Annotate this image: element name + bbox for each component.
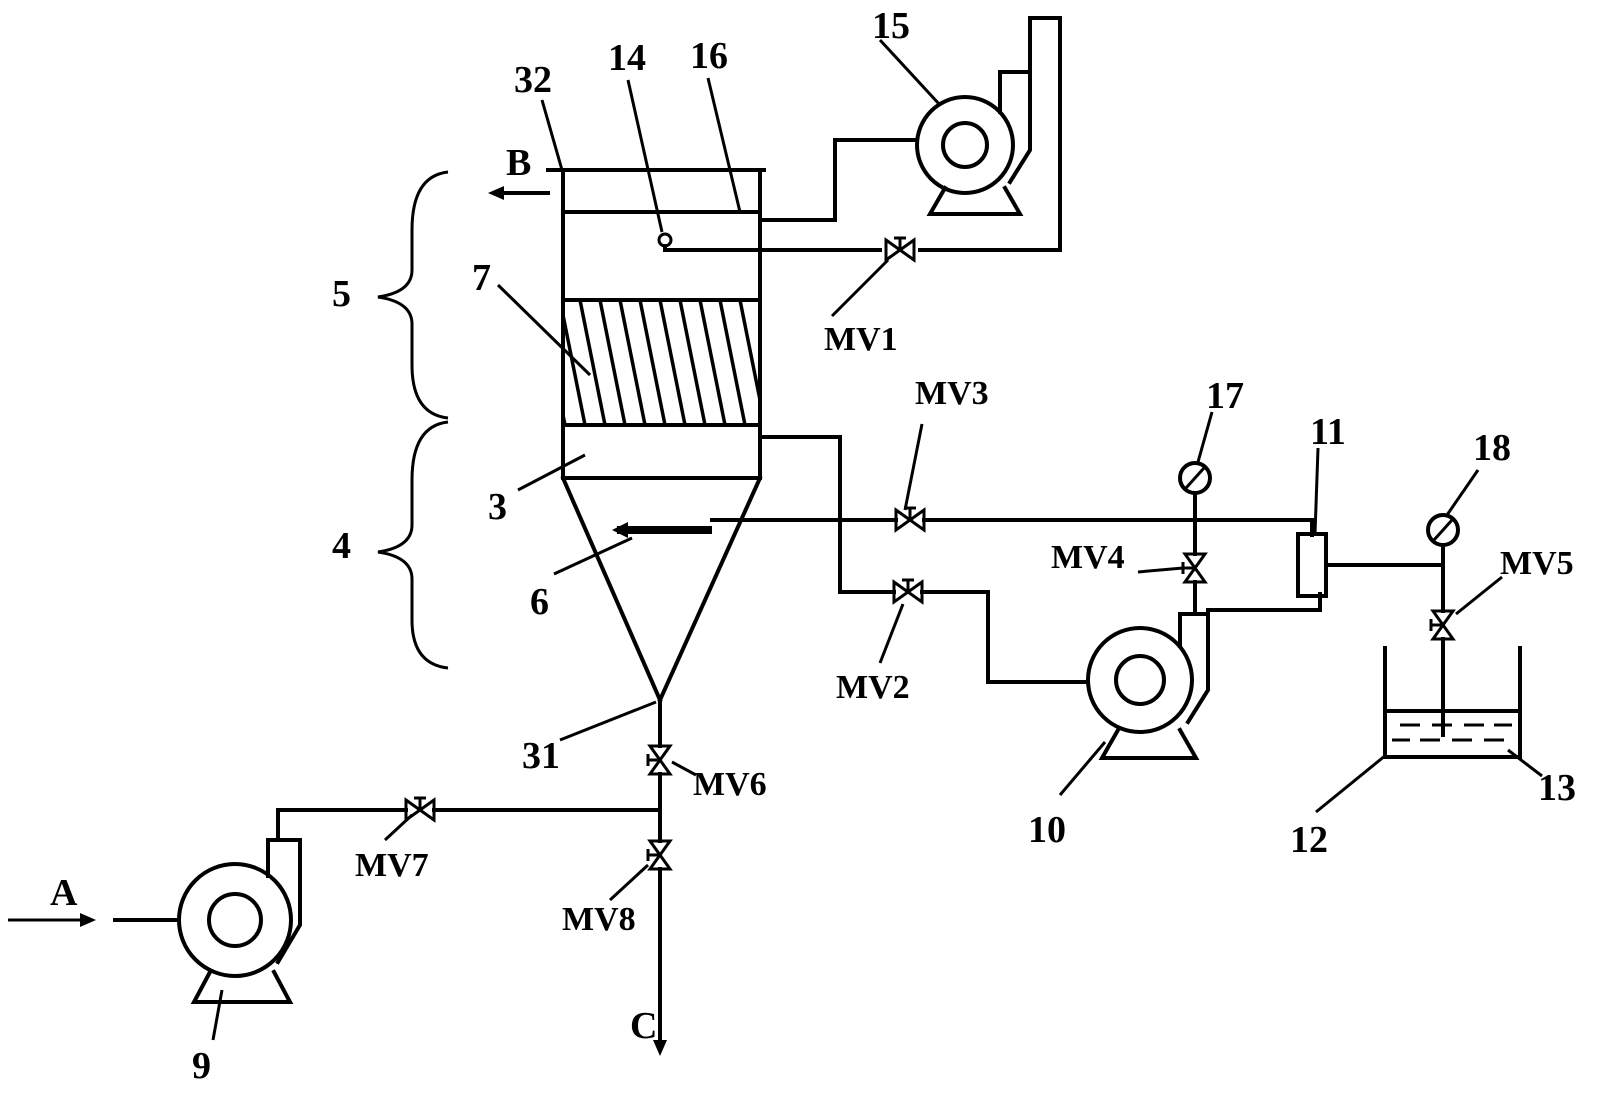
label-mv8: MV8 — [562, 901, 636, 938]
label-11: 11 — [1310, 411, 1346, 453]
valve-mv8[interactable] — [646, 839, 673, 871]
valve-mv2[interactable] — [892, 578, 924, 605]
label-b: B — [506, 142, 531, 184]
label-32: 32 — [514, 59, 552, 101]
pump-15-casing — [915, 95, 1015, 195]
label-mv4: MV4 — [1051, 539, 1125, 576]
tank-12 — [1383, 646, 1522, 759]
brace-5 — [377, 170, 449, 420]
liquid-13-dashes — [1392, 723, 1512, 742]
packing-hatch — [565, 302, 758, 423]
label-mv1: MV1 — [824, 321, 898, 358]
pump-9-base — [190, 969, 294, 1004]
label-18: 18 — [1473, 427, 1511, 469]
valve-mv6[interactable] — [646, 744, 673, 776]
pipe-tower-to-mv2 — [758, 435, 896, 594]
leader-lines — [211, 38, 1543, 1041]
label-5: 5 — [332, 273, 351, 315]
pump-15-outlet — [998, 70, 1032, 185]
cone-left-side — [560, 475, 663, 703]
pump-10-base — [1098, 727, 1200, 760]
unit-11 — [1296, 532, 1328, 598]
label-a: A — [50, 872, 78, 914]
cone-right-side — [657, 475, 763, 703]
pipe-mv2-to-pump10 — [920, 590, 1089, 684]
brace-4 — [377, 420, 449, 670]
gauge-17 — [1178, 461, 1212, 495]
label-4: 4 — [332, 525, 351, 567]
pump-10 — [1086, 612, 1210, 760]
outlet-b-arrowhead — [488, 186, 504, 200]
label-15: 15 — [872, 5, 910, 47]
label-6: 6 — [530, 581, 549, 623]
pump-9-impeller — [207, 892, 263, 948]
label-mv2: MV2 — [836, 669, 910, 706]
outlet-c-arrowhead — [653, 1040, 667, 1056]
label-9: 9 — [192, 1045, 211, 1087]
inlet-a-arrowhead — [80, 913, 96, 927]
label-7: 7 — [472, 257, 491, 299]
pump-15-impeller — [941, 121, 989, 169]
pump-10-outlet — [1178, 612, 1210, 725]
pump-9-casing — [177, 862, 293, 978]
pump-10-casing — [1086, 626, 1194, 734]
tank-walls — [1383, 646, 1522, 759]
label-31: 31 — [522, 735, 560, 777]
aerator-arrowhead — [612, 522, 628, 538]
label-14: 14 — [608, 37, 646, 79]
label-mv7: MV7 — [355, 847, 429, 884]
pump-10-impeller — [1114, 654, 1166, 706]
pump-15-base — [926, 185, 1024, 216]
label-10: 10 — [1028, 809, 1066, 851]
pipe-pump10-to-11 — [1206, 592, 1322, 612]
pipe-pump9-to-mv7 — [276, 808, 408, 842]
pipe-16-to-pump15 — [758, 138, 919, 222]
tower-vessel — [488, 168, 766, 703]
label-17: 17 — [1206, 375, 1244, 417]
valve-mv1[interactable] — [884, 236, 916, 263]
pump-15 — [915, 70, 1032, 216]
label-3: 3 — [488, 486, 507, 528]
label-c: C — [630, 1005, 657, 1047]
label-mv5: MV5 — [1500, 545, 1574, 582]
valve-mv3[interactable] — [894, 506, 926, 533]
valve-mv5[interactable] — [1429, 609, 1456, 641]
label-13: 13 — [1538, 767, 1576, 809]
label-16: 16 — [690, 35, 728, 77]
pump-9 — [177, 838, 302, 1004]
label-mv6: MV6 — [693, 766, 767, 803]
label-12: 12 — [1290, 819, 1328, 861]
gauge-18 — [1426, 513, 1460, 547]
label-mv3: MV3 — [915, 375, 989, 412]
valve-mv4[interactable] — [1181, 552, 1208, 584]
pipe-pump15-discharge — [918, 16, 1062, 252]
pump-9-outlet — [266, 838, 302, 965]
